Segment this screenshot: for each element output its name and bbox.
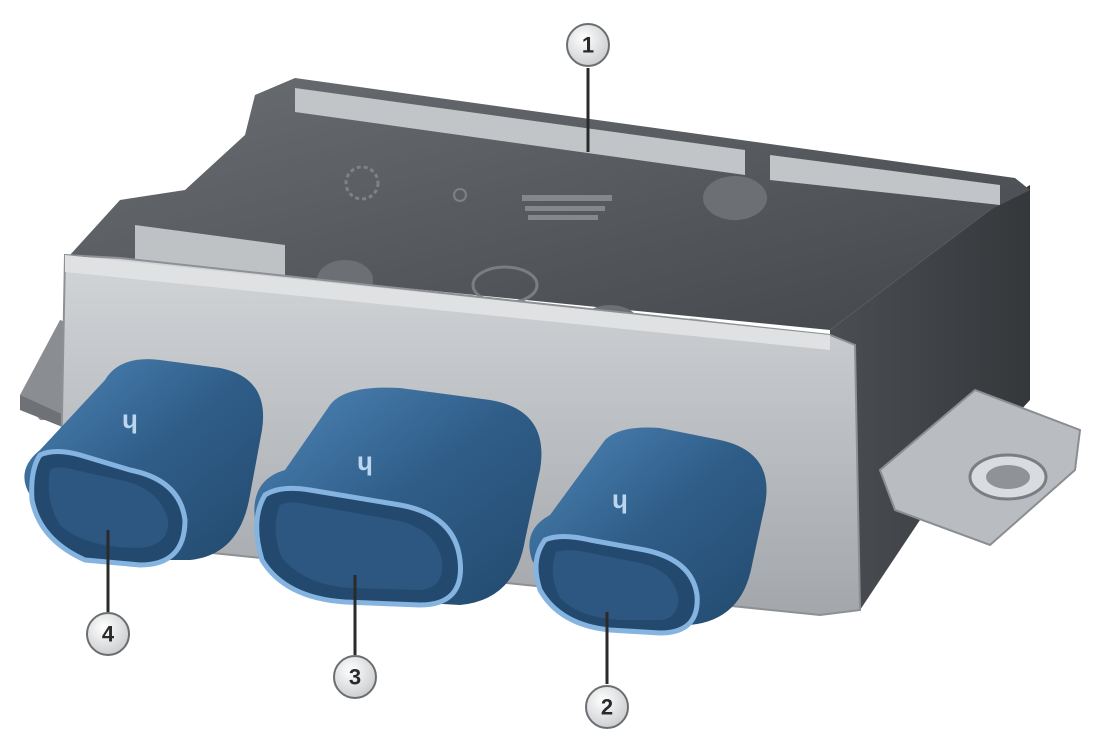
connector-2: ɥ	[529, 427, 767, 636]
callout-3: 3	[333, 655, 377, 699]
callout-1-label: 1	[582, 33, 594, 58]
svg-text:ɥ: ɥ	[122, 404, 138, 434]
callout-2: 2	[585, 685, 629, 729]
mounting-lug-right	[878, 388, 1082, 547]
housing-top-cover	[70, 78, 1030, 358]
connector-4: ɥ	[24, 359, 264, 568]
callout-1: 1	[566, 23, 610, 67]
housing-right-side	[830, 185, 1030, 610]
callout-3-label: 3	[349, 665, 361, 690]
leader-lines	[106, 68, 609, 684]
callout-2-label: 2	[601, 695, 613, 720]
svg-text:ɥ: ɥ	[357, 446, 373, 476]
callout-4: 4	[86, 612, 130, 656]
connector-3: ɥ	[254, 387, 542, 608]
callout-4-label: 4	[102, 622, 115, 647]
svg-text:ɥ: ɥ	[612, 484, 628, 514]
